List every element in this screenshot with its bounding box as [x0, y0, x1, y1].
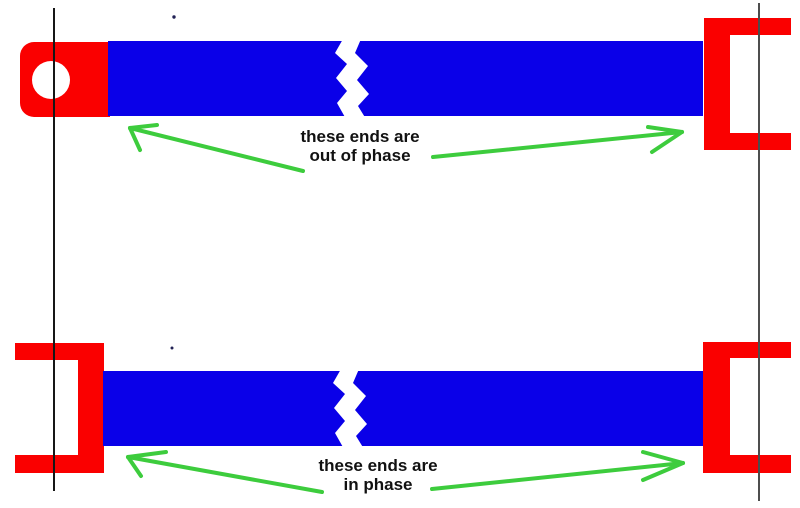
bottom-right-clevis-bar — [703, 342, 730, 473]
bottom-caption: these ends are in phase — [278, 456, 478, 494]
stray-dot-top — [172, 15, 176, 19]
bottom-right-arrow — [430, 450, 685, 491]
top-caption: these ends are out of phase — [260, 127, 460, 165]
top-caption-line1: these ends are — [300, 127, 420, 146]
bottom-shaft-break — [333, 369, 367, 449]
top-left-yoke-hole — [32, 61, 70, 99]
bottom-left-clevis-bar — [78, 343, 104, 473]
bottom-left-arrow — [126, 450, 324, 494]
top-right-clevis-bar — [704, 18, 730, 150]
top-left-yoke-tab — [20, 42, 110, 117]
bottom-shaft-tube — [103, 371, 703, 446]
top-shaft-break — [335, 39, 369, 119]
bottom-caption-line2: in phase — [343, 475, 413, 494]
bottom-left-clevis-bottom-arm — [15, 455, 80, 473]
top-left-arrow — [128, 123, 305, 173]
top-shaft-tube — [108, 41, 703, 116]
bottom-left-clevis-top-arm — [15, 343, 80, 360]
stray-dot-bottom — [170, 346, 174, 350]
top-right-arrow — [431, 125, 684, 159]
top-caption-line2: out of phase — [309, 146, 411, 165]
bottom-caption-line1: these ends are — [318, 456, 438, 475]
